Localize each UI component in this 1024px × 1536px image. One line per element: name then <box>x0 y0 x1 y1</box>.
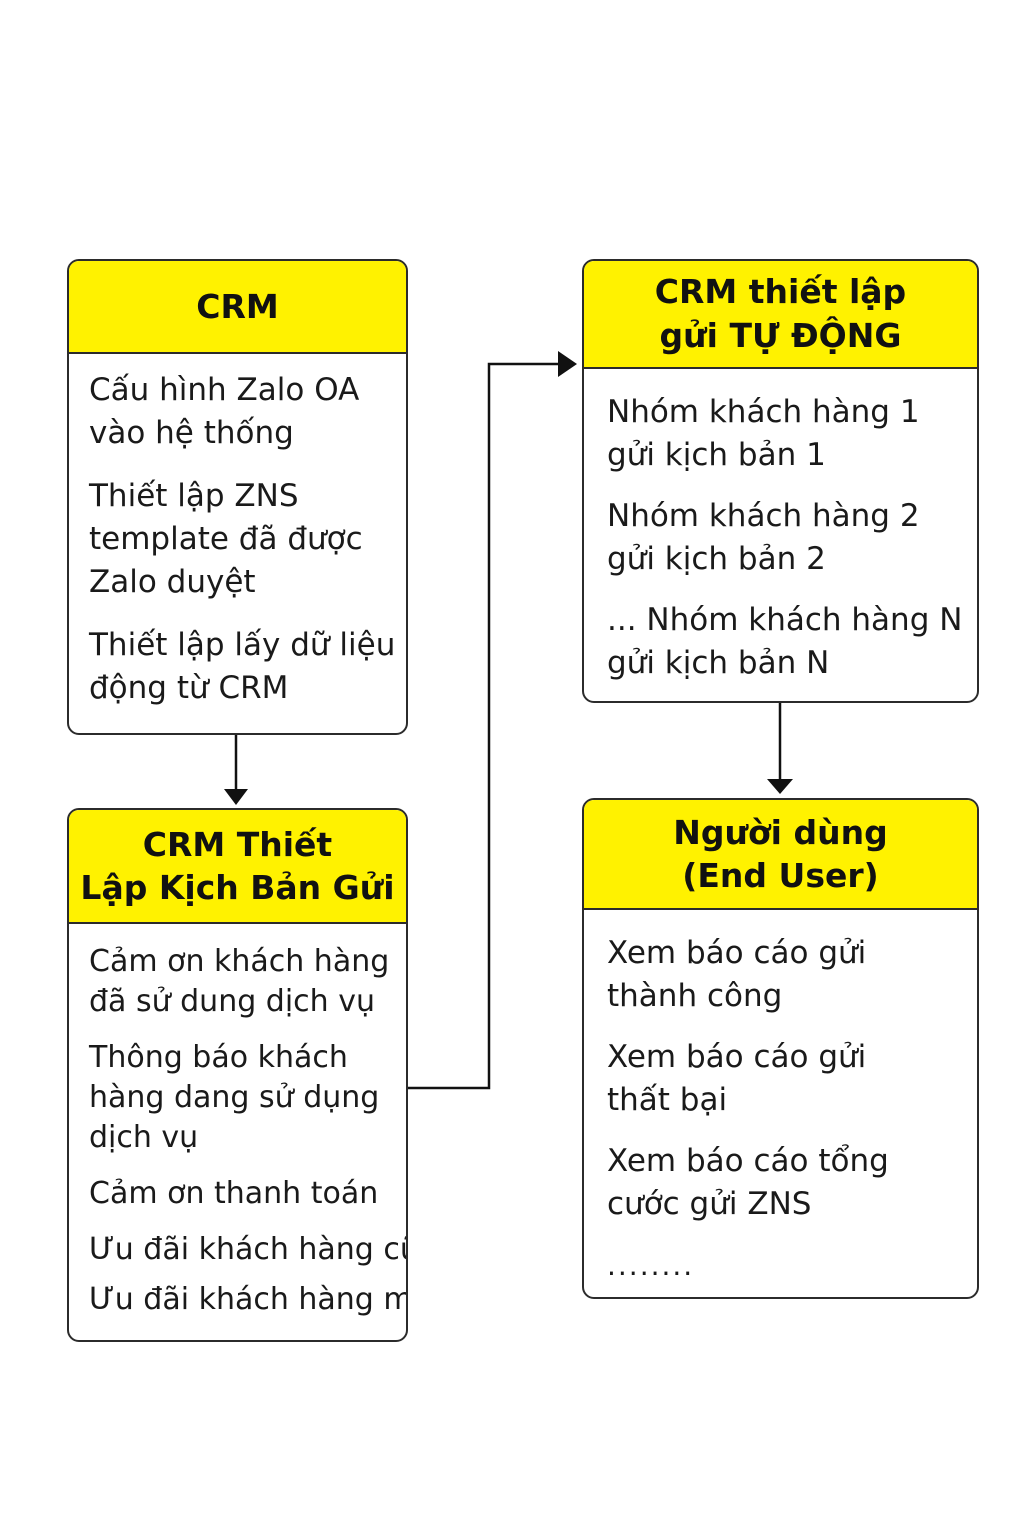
crm-box-body: Cấu hình Zalo OA vào hệ thống Thiết lập … <box>69 354 406 710</box>
crm-box: CRM Cấu hình Zalo OA vào hệ thống Thiết … <box>67 259 408 735</box>
crm-box-title: CRM <box>69 261 406 354</box>
auto-send-box: CRM thiết lập gửi TỰ ĐỘNG Nhóm khách hàn… <box>582 259 979 703</box>
crm-item-2: Thiết lập ZNS template đã được Zalo duyệ… <box>89 478 363 600</box>
arrow-script-to-auto <box>408 362 560 1090</box>
script-item-3: Cảm ơn thanh toán <box>89 1176 379 1211</box>
script-item-1: Cảm ơn khách hàng đã sử dung dịch vụ <box>89 944 390 1019</box>
auto-item-2: Nhóm khách hàng 2 gửi kịch bản 2 <box>607 498 920 577</box>
end-user-box-body: Xem báo cáo gửi thành công Xem báo cáo g… <box>584 910 977 1287</box>
end-user-box-title: Người dùng (End User) <box>584 800 977 910</box>
auto-item-3: ... Nhóm khách hàng N gửi kịch bản N <box>607 602 963 681</box>
crm-item-3: Thiết lập lấy dữ liệu động từ CRM <box>89 627 396 706</box>
script-setup-box: CRM Thiết Lập Kịch Bản Gửi Cảm ơn khách … <box>67 808 408 1342</box>
script-setup-box-body: Cảm ơn khách hàng đã sử dung dịch vụ Thô… <box>69 924 406 1320</box>
script-item-2: Thông báo khách hàng dang sử dụng dịch v… <box>89 1040 380 1155</box>
script-item-4: Ưu đãi khách hàng cũ <box>89 1232 408 1267</box>
user-item-1: Xem báo cáo gửi thành công <box>607 935 867 1014</box>
script-item-5: Ưu đãi khách hàng mới <box>89 1282 408 1317</box>
script-setup-box-title: CRM Thiết Lập Kịch Bản Gửi <box>69 810 406 924</box>
user-item-3: Xem báo cáo tổng cước gửi ZNS <box>607 1143 889 1222</box>
auto-send-box-title: CRM thiết lập gửi TỰ ĐỘNG <box>584 261 977 369</box>
user-item-2: Xem báo cáo gửi thất bại <box>607 1039 867 1118</box>
crm-item-1: Cấu hình Zalo OA vào hệ thống <box>89 372 360 451</box>
arrowhead-script-to-auto <box>558 351 577 377</box>
user-item-more: ........ <box>607 1249 695 1282</box>
auto-send-box-body: Nhóm khách hàng 1 gửi kịch bản 1 Nhóm kh… <box>584 369 977 685</box>
end-user-box: Người dùng (End User) Xem báo cáo gửi th… <box>582 798 979 1299</box>
arrowhead-auto-to-user <box>767 779 793 794</box>
auto-item-1: Nhóm khách hàng 1 gửi kịch bản 1 <box>607 394 920 473</box>
arrowhead-crm-to-script <box>224 789 248 805</box>
